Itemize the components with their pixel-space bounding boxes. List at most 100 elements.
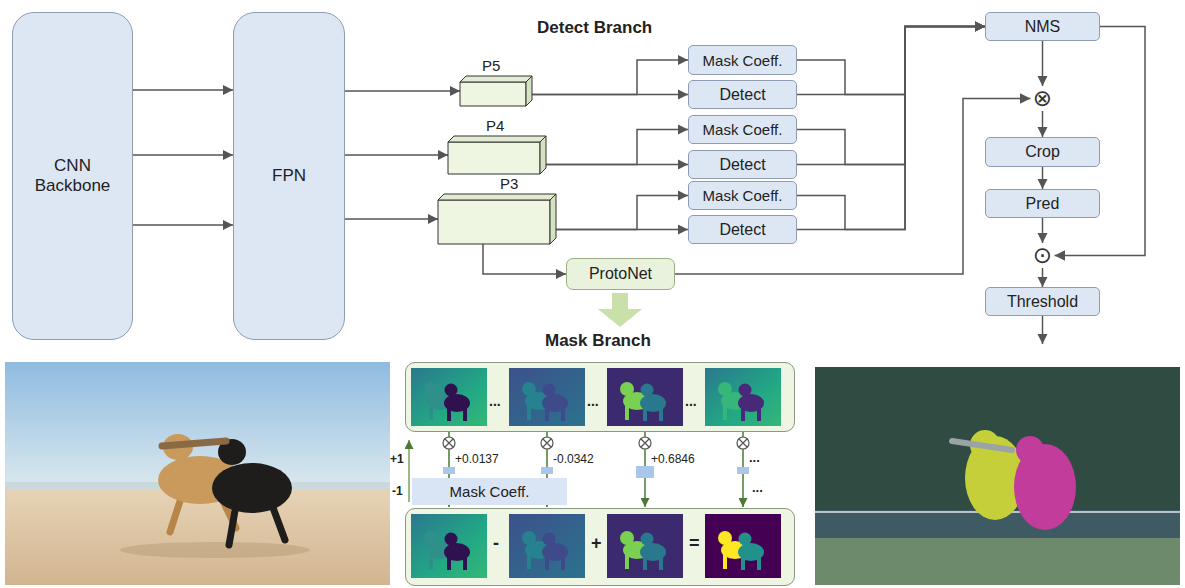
feature-map-shape xyxy=(460,76,532,106)
combination-images xyxy=(542,533,568,571)
connector-arrow xyxy=(1042,218,1044,243)
feature-map-face xyxy=(540,136,546,174)
node-text: ProtoNet xyxy=(589,265,652,283)
coefficient-value: -0.0342 xyxy=(553,452,594,466)
combination-panel: - + = xyxy=(405,508,795,586)
connector-arrow xyxy=(675,99,1031,275)
connector-arrow xyxy=(797,27,985,165)
branch-arrow xyxy=(598,293,642,327)
coefficient-value: +0.6846 xyxy=(651,452,695,466)
connector-arrow xyxy=(345,218,438,220)
node-text: Detect xyxy=(719,221,765,239)
node-text: Pred xyxy=(1026,195,1060,213)
axis-label: +1 xyxy=(390,452,404,466)
combination-images xyxy=(705,514,781,578)
prototype-images xyxy=(444,384,470,422)
node-text: P4 xyxy=(486,117,504,134)
section-title: Mask Branch xyxy=(545,331,651,351)
product-operator: ⊙ xyxy=(1031,243,1055,268)
input-photo xyxy=(162,441,226,446)
node-text: Mask Coeff. xyxy=(703,187,783,204)
input-photo xyxy=(5,362,390,585)
prototype-images xyxy=(405,362,795,432)
feature-map-face xyxy=(550,194,556,244)
node-text: ... xyxy=(489,393,501,409)
feature-map-face xyxy=(460,82,526,106)
process-box: Crop xyxy=(985,137,1100,167)
node-text: ⊙ xyxy=(1033,244,1052,267)
node-text: Crop xyxy=(1025,143,1060,161)
mask-coeff-head: Mask Coeff. xyxy=(688,181,797,210)
ellipsis-mark: ... xyxy=(749,450,760,465)
coefficient-bar xyxy=(443,466,749,478)
detect-head: Detect xyxy=(688,80,797,109)
coefficient-bar xyxy=(541,467,553,474)
multiply-symbol xyxy=(443,437,455,449)
node-text: FPN xyxy=(272,166,306,186)
node-text: ... xyxy=(587,393,599,409)
input-photo xyxy=(229,505,236,545)
detect-head: Detect xyxy=(688,215,797,244)
node-text: = xyxy=(689,533,700,554)
input-photo xyxy=(120,542,310,558)
prototype-images xyxy=(509,368,585,426)
node-text: CNN Backbone xyxy=(27,156,119,196)
process-box: Pred xyxy=(985,189,1100,218)
feature-map-face xyxy=(448,142,540,174)
node-text: P5 xyxy=(482,57,500,74)
combination-images xyxy=(607,514,683,578)
node-text: - xyxy=(493,533,499,554)
node-text: Detect xyxy=(719,86,765,104)
segmentation-output xyxy=(952,441,1012,450)
input-photo xyxy=(212,463,292,513)
multiply-symbol xyxy=(541,437,553,449)
connector-arrow xyxy=(532,60,688,95)
prototype-images xyxy=(640,384,666,422)
node-text: P3 xyxy=(500,175,518,192)
coefficient-bar xyxy=(737,467,749,474)
feature-map-face xyxy=(526,76,532,106)
detect-head: Detect xyxy=(688,150,797,179)
ellipsis-mark: ... xyxy=(752,480,763,495)
connector-arrow xyxy=(546,130,688,165)
prototype-images xyxy=(607,368,683,426)
backbone-block: CNN Backbone xyxy=(12,12,133,340)
prototype-images xyxy=(405,362,795,432)
feature-map-face xyxy=(438,200,550,244)
multiply-symbol xyxy=(639,437,651,449)
combination-images xyxy=(738,533,764,571)
feature-map: P5 xyxy=(460,76,532,106)
prototype-images xyxy=(411,368,487,426)
coefficient-value: +0.0137 xyxy=(455,452,499,466)
node-text: Mask Coeff. xyxy=(703,121,783,138)
process-box: NMS xyxy=(985,12,1100,41)
prototype-images xyxy=(705,368,781,426)
process-box: Threshold xyxy=(985,287,1100,316)
connector-arrow xyxy=(1042,111,1044,137)
segmentation-output xyxy=(815,367,1180,585)
connector-arrow xyxy=(345,154,448,156)
connector-arrow xyxy=(1042,167,1044,189)
feature-map-shape xyxy=(448,136,546,174)
mask-coeff-head: Mask Coeff. xyxy=(688,45,797,75)
mask-coeff-head: Mask Coeff. xyxy=(688,115,797,144)
node-text: Mask Coeff. xyxy=(450,483,530,500)
multiply-symbol xyxy=(739,439,747,447)
connector-arrow xyxy=(133,224,233,226)
multiply-symbol xyxy=(641,439,649,447)
coefficient-bar xyxy=(443,467,455,474)
connector-arrow xyxy=(133,154,233,156)
prototype-images xyxy=(542,384,568,422)
connector-arrow xyxy=(797,27,985,165)
mask-coeff-bar: Mask Coeff. xyxy=(412,478,567,505)
section-title: Detect Branch xyxy=(537,18,652,38)
connector-arrow xyxy=(546,164,688,166)
combination-images xyxy=(509,514,585,578)
node-text: + xyxy=(591,533,602,554)
connector-arrow xyxy=(556,196,688,230)
input-photo xyxy=(272,505,285,540)
multiply-symbol xyxy=(443,437,749,449)
connector-arrow xyxy=(483,244,566,274)
node-text: Mask Coeff. xyxy=(703,52,783,69)
